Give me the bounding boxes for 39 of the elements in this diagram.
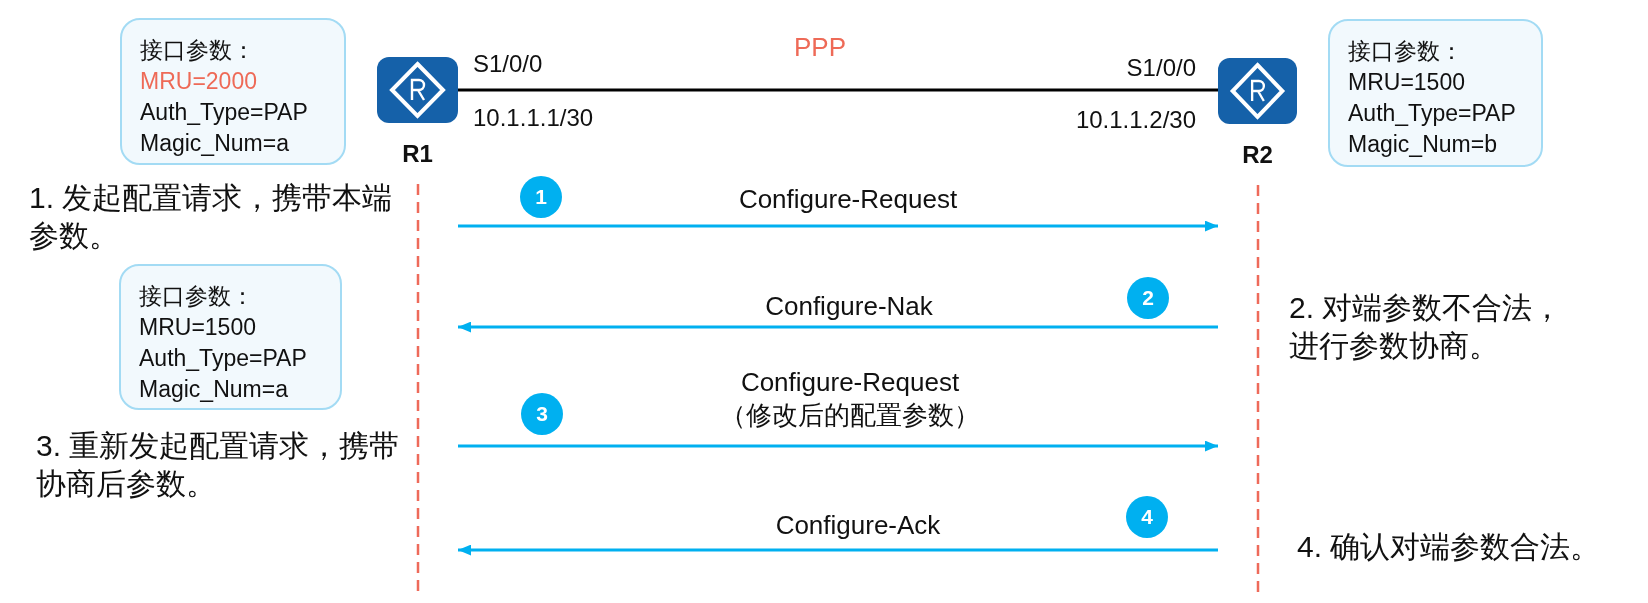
message-arrow [458,440,1218,452]
device-label: R1 [402,140,433,168]
interface-label: S1/0/0 [473,50,543,78]
parameter-text: Auth_Type=PAP [1348,99,1516,128]
parameter-text: MRU=2000 [140,67,257,96]
parameter-text: Magic_Num=a [140,129,289,158]
parameter-card [120,18,346,165]
step-number: 4 [1126,496,1168,538]
ip-address: 10.1.1.2/30 [1075,106,1196,134]
card-heading: 接口参数： [1348,37,1463,66]
parameter-text: Auth_Type=PAP [139,344,307,373]
message-arrow [458,220,1218,232]
step-description: 4. 确认对端参数合法。 [1297,529,1601,565]
edge-label: Configure-Request [738,182,958,216]
step-number: 3 [521,393,563,435]
message-arrow [458,544,1218,556]
step-number: 1 [520,176,562,218]
edge-label: Configure-Ack [775,508,941,542]
parameter-text: MRU=1500 [139,313,256,342]
message-arrow [458,321,1218,333]
parameter-text: Magic_Num=a [139,375,288,404]
parameter-card [1328,19,1543,167]
parameter-text: MRU=1500 [1348,68,1465,97]
edge-label: Configure-Nak [765,289,933,323]
step-number: 2 [1127,277,1169,319]
step-description: 3. 重新发起配置请求，携带协商后参数。 [36,428,401,502]
interface-label: S1/0/0 [1126,54,1196,82]
edge-label: Configure-Request （修改后的配置参数） [719,366,981,432]
parameter-text: Magic_Num=b [1348,130,1497,159]
card-heading: 接口参数： [139,282,254,311]
link-line [458,88,1218,92]
device-label: R2 [1242,141,1273,169]
card-heading: 接口参数： [140,36,255,65]
parameter-card [119,264,342,410]
edge-label: PPP [794,30,846,64]
parameter-text: Auth_Type=PAP [140,98,308,127]
step-description: 2. 对端参数不合法，进行参数协商。 [1289,290,1564,364]
step-description: 1. 发起配置请求，携带本端参数。 [29,180,394,254]
ip-address: 10.1.1.1/30 [473,104,594,132]
